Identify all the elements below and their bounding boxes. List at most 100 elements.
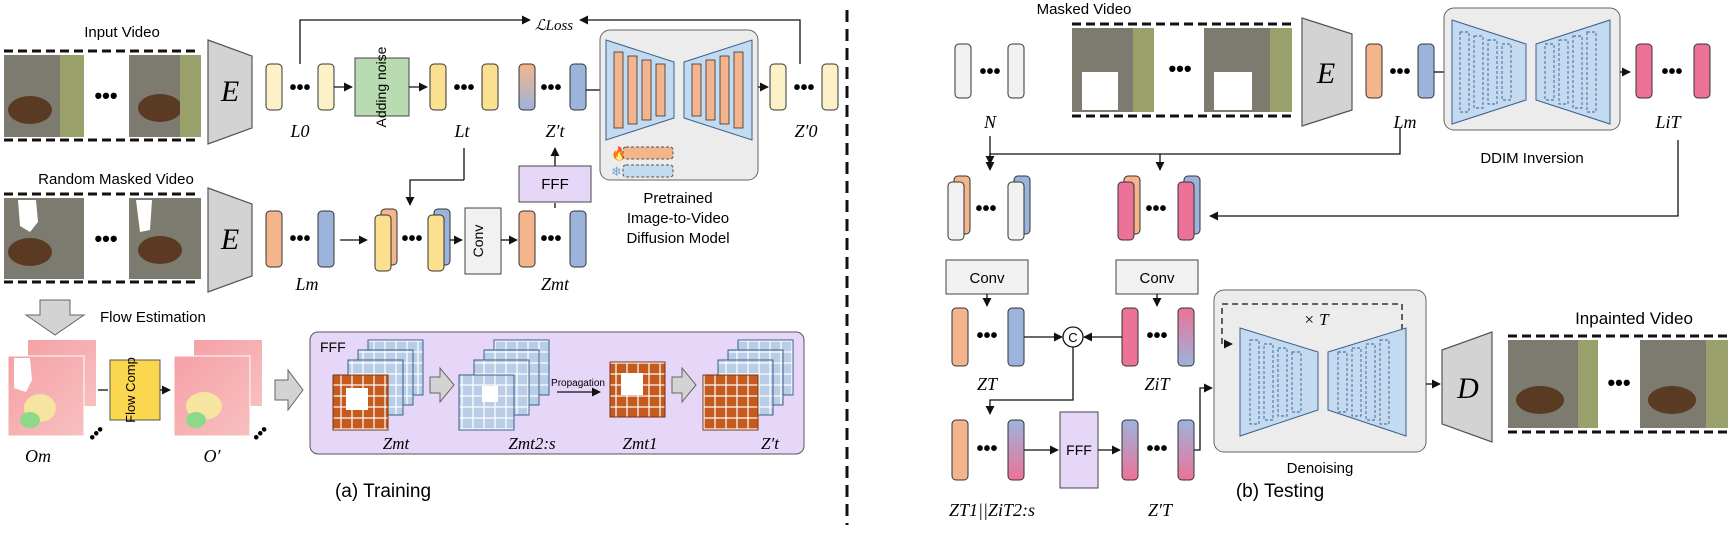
conv-label-train: Conv <box>470 225 486 258</box>
flow-comp-block <box>109 359 161 421</box>
O-prime-label: O′ <box>204 446 222 466</box>
pretrained-label-1: Pretrained <box>643 190 712 207</box>
fff-Zt-prime-label: Z′t <box>761 434 780 453</box>
L0-label: L0 <box>289 121 309 141</box>
latent-Lt-last <box>481 63 499 111</box>
svg-text:•••: ••• <box>1146 325 1167 347</box>
fff-label-train: FFF <box>541 176 569 193</box>
svg-text:•••: ••• <box>289 228 310 250</box>
ddim-inversion-label: DDIM Inversion <box>1480 150 1583 167</box>
encoder-label-2: E <box>220 223 239 256</box>
stacked-latent-first <box>374 214 392 272</box>
ZTi-label: ZiT <box>1144 374 1171 394</box>
feature-grid-stack-1 <box>332 339 424 431</box>
svg-text:•••: ••• <box>453 77 474 99</box>
times-T-label: × T <box>1303 310 1330 329</box>
svg-text:•••: ••• <box>975 198 996 220</box>
latent-Ztm-first <box>518 210 536 268</box>
Lm-label: Lm <box>294 274 318 294</box>
latent-L0-last <box>317 63 335 111</box>
conv-block-train <box>464 207 502 275</box>
svg-text:•••: ••• <box>979 61 1000 83</box>
svg-text:•••: ••• <box>1661 61 1682 83</box>
random-masked-video-label: Random Masked Video <box>38 171 194 188</box>
Zt-prime-label: Z′t <box>546 121 566 141</box>
latent-LTi-last <box>1693 43 1711 99</box>
svg-text:•••: ••• <box>94 83 117 108</box>
Z0-prime-label: Z′0 <box>795 121 818 141</box>
latent-N-first <box>954 43 972 99</box>
masked-video-frames: ••• <box>1072 22 1294 118</box>
fff-block-test <box>1059 411 1099 489</box>
fff-Ztm-label: Zmt <box>383 434 411 453</box>
feature-grid-stack-2 <box>458 339 550 431</box>
fff-Zt1-label: Zmt1 <box>623 434 658 453</box>
latent-Lm-test-first <box>1365 43 1383 99</box>
latent-ZT-prime-last <box>1177 419 1195 481</box>
latent-Ztm-last <box>569 210 587 268</box>
latent-ZT-last <box>1007 307 1025 367</box>
input-video-frames: ••• <box>4 49 201 142</box>
fff-detail-box <box>309 331 805 455</box>
latent-Z0-prime-first <box>769 63 787 111</box>
svg-text:•••: ••• <box>976 325 997 347</box>
inpainted-video-frames: ••• <box>1508 334 1728 434</box>
stacked-latent-last <box>427 214 445 272</box>
svg-text:•••: ••• <box>401 228 422 250</box>
training-caption: (a) Training <box>335 481 431 502</box>
fff-block-train <box>518 165 592 203</box>
latent-ZT1-concat-last <box>1007 419 1025 481</box>
conv-block-test-1 <box>945 259 1029 295</box>
denoising-label: Denoising <box>1287 460 1354 477</box>
inpainted-video-label: Inpainted Video <box>1575 309 1693 328</box>
loss-label: ℒLoss <box>535 18 573 34</box>
input-video-label: Input Video <box>84 24 160 41</box>
latent-ZT-first <box>951 307 969 367</box>
conv-label-test-2: Conv <box>1139 270 1175 287</box>
frozen-legend <box>622 164 674 178</box>
LTi-label: LiT <box>1654 112 1682 132</box>
stacked-LTi-Lm-last <box>1177 181 1195 241</box>
encoder-label-test: E <box>1316 57 1335 90</box>
latent-ZT-prime-first <box>1121 419 1139 481</box>
feature-grid-single <box>609 361 666 418</box>
latent-Zt-prime-first <box>518 63 536 111</box>
flow-to-fff-arrow <box>274 368 304 412</box>
adding-noise-label: Adding noise <box>373 46 389 127</box>
svg-text:•••: ••• <box>289 77 310 99</box>
svg-text:•••: ••• <box>540 228 561 250</box>
svg-text:•••: ••• <box>793 77 814 99</box>
svg-text:•••: ••• <box>1146 438 1167 460</box>
ZT-label: ZT <box>977 374 999 394</box>
stacked-N-Lm-last <box>1007 181 1025 241</box>
random-masked-frames: ••• <box>4 192 201 284</box>
encoder-block-test <box>1301 17 1353 127</box>
decoder-label: D <box>1456 372 1479 405</box>
fff-label-test: FFF <box>1066 442 1092 458</box>
pretrained-label-2: Image-to-Video <box>627 210 729 227</box>
latent-Lm-test-last <box>1417 43 1435 99</box>
svg-text:•••: ••• <box>1607 370 1630 395</box>
latent-L0-first <box>265 63 283 111</box>
trainable-legend <box>622 146 674 160</box>
Ztm-label: Zmt <box>541 274 570 294</box>
ZT-prime-label: Z′T <box>1148 500 1174 520</box>
latent-Lm-first <box>265 210 283 268</box>
svg-text:•••: ••• <box>1168 56 1191 81</box>
adding-noise-block <box>354 57 410 117</box>
Lm-test-label: Lm <box>1392 112 1416 132</box>
flow-estimation-label: Flow Estimation <box>100 309 206 326</box>
fff-box-title: FFF <box>320 339 346 355</box>
flow-estimation-arrow <box>24 299 86 336</box>
encoder-block <box>207 39 253 145</box>
latent-LTi-first <box>1635 43 1653 99</box>
svg-text:•••: ••• <box>976 438 997 460</box>
encoder-block-2 <box>207 187 253 293</box>
latent-Lm-last <box>317 210 335 268</box>
decoder-block <box>1441 331 1493 443</box>
Lt-label: Lt <box>453 121 470 141</box>
N-label: N <box>983 112 997 132</box>
testing-caption: (b) Testing <box>1236 481 1324 502</box>
svg-text:•••: ••• <box>1389 61 1410 83</box>
